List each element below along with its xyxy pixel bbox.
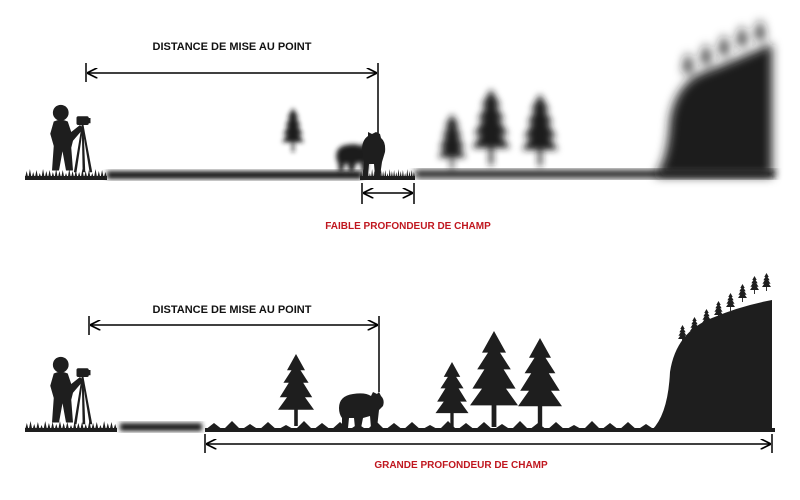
top-panel: DISTANCE DE MISE AU POINT <box>25 20 775 232</box>
top-bear-in-focus-icon <box>362 132 386 176</box>
bottom-ground-sharp-left <box>25 428 117 432</box>
bottom-ground-sharp <box>205 428 775 432</box>
bottom-tree-3-icon <box>470 331 518 427</box>
bottom-focus-distance-label: DISTANCE DE MISE AU POINT <box>153 304 312 316</box>
bottom-tree-2-icon <box>435 362 469 428</box>
bottom-panel: DISTANCE DE MISE AU POINT <box>25 273 775 471</box>
top-ground-sharp-left <box>25 176 107 180</box>
bottom-hill-icon <box>652 273 772 430</box>
bottom-ground-blurred <box>120 423 202 431</box>
bottom-grass-sharp <box>205 421 655 430</box>
top-focus-distance-label: DISTANCE DE MISE AU POINT <box>153 41 312 53</box>
bottom-tree-1-icon <box>278 354 314 426</box>
top-tree-blurred <box>282 108 304 152</box>
top-photographer-icon <box>50 104 93 173</box>
top-ground-blurred <box>107 171 362 179</box>
top-ground-in-focus <box>360 176 415 180</box>
bottom-photographer-icon <box>50 356 93 425</box>
top-depth-of-field-label: FAIBLE PROFONDEUR DE CHAMP <box>325 221 491 232</box>
top-tree-blurred-1 <box>438 114 466 170</box>
top-ground-background-blurred <box>415 170 775 178</box>
bottom-tree-4-icon <box>518 338 562 426</box>
top-tree-blurred-3 <box>522 94 558 166</box>
top-tree-blurred-2 <box>472 89 510 165</box>
bottom-bear-icon <box>339 392 384 428</box>
top-hill-blurred <box>655 20 772 176</box>
bottom-depth-of-field-label: GRANDE PROFONDEUR DE CHAMP <box>374 460 548 471</box>
